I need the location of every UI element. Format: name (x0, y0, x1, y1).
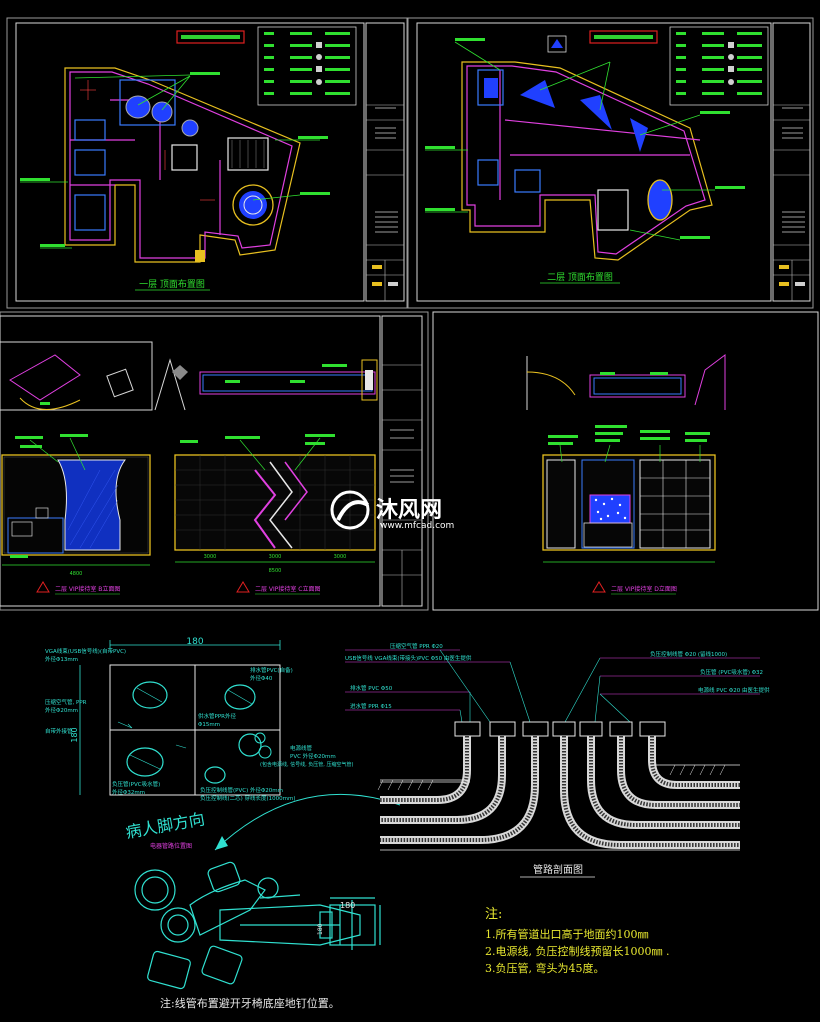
note-supply: 供水管PPR外径 (198, 712, 236, 720)
note-self-pipe: 自带外接管 (45, 727, 73, 735)
note-air-sub: 外径Φ20mm (45, 706, 78, 714)
sheet-3-dim-left: 4800 (70, 571, 83, 577)
section-title: 管路剖面图 (533, 863, 583, 876)
dim-bottom-180: 180 (340, 901, 355, 910)
note-item-3: 3.负压管, 弯头为45度。 (485, 961, 605, 975)
sheet-4-frame: 二层 VIP接待室 D立面图 (432, 311, 819, 611)
sheet-3-caption-left: 二层 VIP接待室 B立面图 (55, 585, 120, 593)
sheet-3-dim-right-3: 3000 (334, 554, 347, 560)
note-drain-sub: 外径Φ40 (250, 674, 273, 682)
note-ctrl: 负压控制线管(PVC) 外径Φ20mm (200, 786, 283, 794)
note-negative-sub: 外径Φ32mm (112, 788, 145, 796)
watermark: 沐风网 www.mfcad.com (330, 490, 454, 531)
sheet-3-frame: 4800 3000 3000 3000 8500 二层 (0, 311, 429, 611)
note-air: 压缩空气管, PPR (45, 698, 87, 706)
note-power-sub2: (包含电源线, 信号线, 负压管, 压缩空气管) (260, 761, 353, 768)
notes-heading: 注: (485, 907, 502, 922)
dim-top-180: 180 (186, 637, 203, 647)
note-item-1: 1.所有管道出口高于地面约100㎜ (485, 927, 649, 941)
note-power-sub: PVC 外径Φ20mm (290, 752, 336, 760)
note-supply-sub: Φ15mm (198, 722, 220, 728)
section-label-drain: 排水管 PVC Φ50 (350, 684, 393, 692)
sheet-3-dim-right-1: 3000 (204, 554, 217, 560)
note-ctrl-sub: 负压控制线(二芯) 穿线长度(1000mm) (200, 794, 296, 802)
note-negative: 负压管(PVC吸水管) (112, 780, 160, 788)
section-label-power: 电源线 PVC Φ20 由医生提供 (698, 686, 770, 694)
watermark-brand: 沐风网 (376, 497, 442, 523)
dim-side-180: 180 (70, 727, 79, 742)
section-label-air: 压缩空气管 PPR Φ20 (390, 642, 443, 650)
section-label-supply: 进水管 PPR Φ15 (350, 702, 392, 710)
note-vga: VGA线束(USB信号线)(自带PVC) (45, 647, 126, 655)
sheet-4-caption: 二层 VIP接待室 D立面图 (611, 585, 677, 593)
section-label-usb: USB信号线 VGA线束(带接头)PVC Φ50 由医生提供 (345, 654, 472, 662)
note-power: 电源线管 (290, 744, 313, 752)
sheet-3-dim-right-total: 8500 (269, 568, 282, 574)
notes-block: 注: 1.所有管道出口高于地面约100㎜ 2.电源线, 负压控制线预留长1000… (160, 907, 669, 1010)
sheet-3-caption-right: 二层 VIP接待室 C立面图 (255, 585, 321, 593)
bottom-note: 注:线管布置避开牙椅底座地钉位置。 (160, 996, 340, 1010)
detail-subtitle: 电器管路位置图 (150, 842, 192, 850)
sheet-2-frame: 二层 顶面布置图 (407, 17, 814, 309)
section-label-negative: 负压管 (PVC吸水管) Φ32 (700, 668, 763, 676)
sheet-2-title: 二层 顶面布置图 (547, 271, 613, 283)
dental-chair-footprint (134, 861, 381, 990)
sheet-1-title: 一层 顶面布置图 (139, 278, 205, 290)
sheet-3-dim-right-2: 3000 (269, 554, 282, 560)
note-drain: 排水管PVC(自备) (250, 666, 293, 674)
section-label-ctrl: 负压控制线管 Φ20 (留线1000) (650, 650, 727, 658)
note-item-2: 2.电源线, 负压控制线预留长1000㎜ . (485, 944, 669, 958)
pipe-section: 压缩空气管 PPR Φ20 USB信号线 VGA线束(带接头)PVC Φ50 由… (345, 642, 770, 878)
sheet-1-frame: 一层 顶面布置图 (6, 17, 408, 309)
note-vga-sub: 外径Φ13mm (45, 655, 78, 663)
dim-bottom-side-180: 180 (317, 923, 324, 935)
watermark-url: www.mfcad.com (380, 521, 454, 531)
